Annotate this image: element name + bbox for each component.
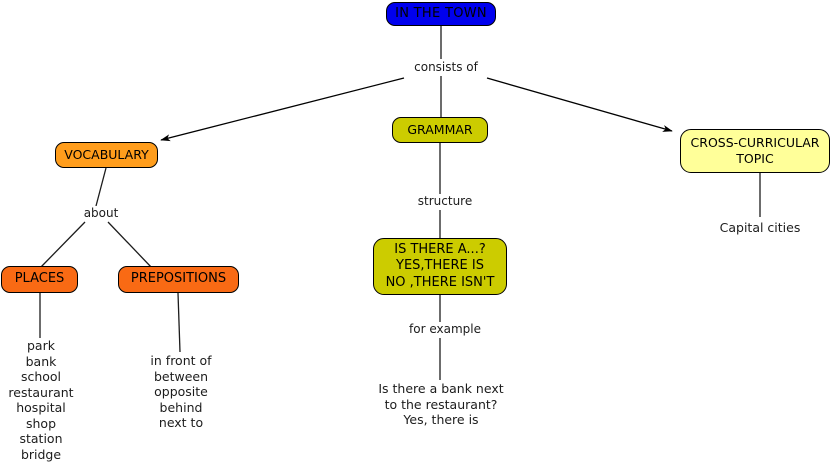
node-grammar[interactable]: GRAMMAR xyxy=(392,117,488,143)
link-label-consists-of: consists of xyxy=(404,60,488,74)
link-label-for-example: for example xyxy=(399,322,491,336)
edge-prepositions-to-list xyxy=(177,292,181,353)
node-cross-curricular-topic[interactable]: CROSS-CURRICULAR TOPIC xyxy=(680,129,830,173)
edge-consists-of-to-cross-curricular xyxy=(486,77,673,132)
link-label-about: about xyxy=(70,206,132,220)
edge-vocabulary-to-about xyxy=(95,167,107,207)
edge-about-to-prepositions xyxy=(107,221,153,269)
leaf-prepositions-list: in front of between opposite behind next… xyxy=(150,353,212,430)
node-grammar-structures[interactable]: IS THERE A...? YES,THERE IS NO ,THERE IS… xyxy=(373,238,507,295)
node-prepositions[interactable]: PREPOSITIONS xyxy=(118,266,239,293)
leaf-example-sentence: Is there a bank next to the restaurant? … xyxy=(378,381,504,427)
edge-consists-of-to-vocabulary xyxy=(160,77,405,142)
leaf-capital-cities: Capital cities xyxy=(719,220,801,235)
node-places[interactable]: PLACES xyxy=(1,266,78,293)
node-vocabulary[interactable]: VOCABULARY xyxy=(55,142,158,168)
edge-about-to-places xyxy=(39,221,86,269)
link-label-structure: structure xyxy=(407,194,483,208)
leaf-places-list: park bank school restaurant hospital sho… xyxy=(8,338,74,462)
node-in-the-town[interactable]: IN THE TOWN xyxy=(386,2,496,26)
